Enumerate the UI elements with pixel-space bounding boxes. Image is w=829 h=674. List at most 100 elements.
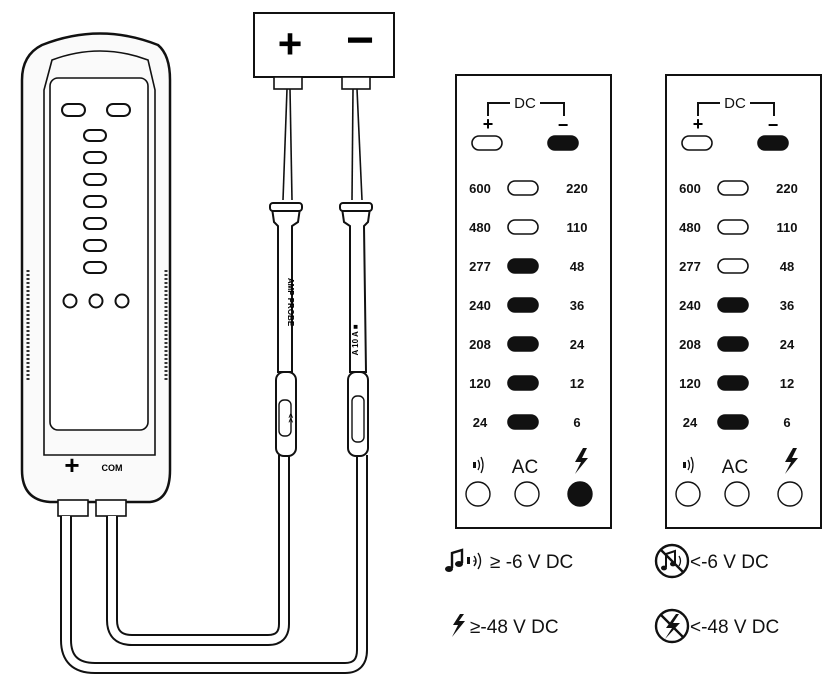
ac-label: AC xyxy=(512,457,538,478)
voltage-left-label: 277 xyxy=(679,259,701,274)
ac-indicator xyxy=(514,481,540,507)
voltage-led xyxy=(717,375,749,391)
voltage-led xyxy=(507,336,539,352)
tester-led-minus xyxy=(106,103,131,117)
ac-indicator xyxy=(724,481,750,507)
voltage-right-label: 220 xyxy=(566,181,588,196)
polarity-plus-led xyxy=(471,135,503,151)
speaker-waves xyxy=(477,456,484,474)
lightning-icon xyxy=(575,448,588,474)
tester-led xyxy=(83,173,107,186)
tester-indicator-circle xyxy=(88,293,104,309)
voltage-led xyxy=(507,414,539,430)
tester-led xyxy=(83,261,107,274)
legend-buzzer-off-text: <-6 V DC xyxy=(690,552,769,573)
voltage-right-label: 48 xyxy=(780,259,794,274)
voltage-right-label: 12 xyxy=(570,376,584,391)
lightning-icon xyxy=(785,448,798,474)
polarity-minus-label: − xyxy=(558,115,569,135)
battery: + − xyxy=(253,12,395,90)
battery-plus-label: + xyxy=(278,20,303,67)
dc-label: DC xyxy=(514,95,536,112)
voltage-left-label: 208 xyxy=(679,337,701,352)
voltage-right-label: 220 xyxy=(776,181,798,196)
no-buzzer-icon xyxy=(654,543,690,579)
voltage-left-label: 600 xyxy=(469,181,491,196)
polarity-minus-led xyxy=(547,135,579,151)
tester-jack-left xyxy=(57,499,89,517)
voltage-led xyxy=(507,180,539,196)
voltage-left-label: 24 xyxy=(683,415,698,430)
speaker-waves xyxy=(687,456,694,474)
voltage-left-label: 480 xyxy=(469,220,491,235)
polarity-plus-led xyxy=(681,135,713,151)
voltage-led xyxy=(717,258,749,274)
lightning-icon xyxy=(452,614,465,637)
voltage-left-label: 208 xyxy=(469,337,491,352)
battery-body xyxy=(253,12,395,78)
tester-led xyxy=(83,195,107,208)
note-icon xyxy=(445,548,464,572)
buzzer-indicator xyxy=(675,481,701,507)
voltage-led xyxy=(507,258,539,274)
polarity-minus-label: − xyxy=(768,115,779,135)
no-lightning-icon xyxy=(654,608,690,644)
probe-right-label: A 10 A ■ xyxy=(351,324,360,355)
tester-led xyxy=(83,239,107,252)
tester-led xyxy=(83,129,107,142)
voltage-right-label: 110 xyxy=(777,220,798,235)
voltage-left-label: 240 xyxy=(469,298,491,313)
voltage-right-label: 6 xyxy=(573,415,580,430)
voltage-right-label: 6 xyxy=(783,415,790,430)
dc-bracket xyxy=(487,102,565,116)
speaker-icon xyxy=(683,462,686,468)
voltage-left-label: 600 xyxy=(679,181,701,196)
voltage-right-label: 12 xyxy=(780,376,794,391)
tester-device: + COM xyxy=(20,32,172,517)
voltage-right-label: 24 xyxy=(780,337,795,352)
voltage-led xyxy=(507,375,539,391)
legend-buzzer-on-text: ≥ -6 V DC xyxy=(490,552,573,573)
tester-plus-label: + xyxy=(64,450,79,480)
tester-indicator-circle xyxy=(62,293,78,309)
legend-hazard-off-text: <-48 V DC xyxy=(690,617,779,638)
legend: ≥ -6 V DC ≥-48 V DC <-6 V DC <-48 V DC xyxy=(445,543,779,644)
battery-minus-label: − xyxy=(346,14,374,67)
speaker-icon xyxy=(473,462,476,468)
probe-left: AMP PROBE << xyxy=(269,88,303,457)
tester-com-label: COM xyxy=(102,463,123,473)
voltage-led xyxy=(717,336,749,352)
hazard-indicator xyxy=(567,481,593,507)
voltage-left-label: 120 xyxy=(679,376,701,391)
ac-label: AC xyxy=(722,457,748,478)
voltage-left-label: 480 xyxy=(679,220,701,235)
tester-display-window xyxy=(49,77,149,431)
probe-left-grip: << xyxy=(286,413,295,423)
legend-hazard-on-text: ≥-48 V DC xyxy=(470,617,559,638)
voltage-left-label: 240 xyxy=(679,298,701,313)
battery-terminal-minus xyxy=(341,76,371,90)
voltage-right-label: 36 xyxy=(780,298,794,313)
voltage-left-label: 120 xyxy=(469,376,491,391)
voltage-led xyxy=(717,414,749,430)
voltage-led xyxy=(717,297,749,313)
voltage-led xyxy=(717,219,749,235)
voltage-right-label: 48 xyxy=(570,259,584,274)
voltage-right-label: 36 xyxy=(570,298,584,313)
tester-led xyxy=(83,151,107,164)
polarity-plus-label: + xyxy=(483,114,494,134)
hazard-indicator xyxy=(777,481,803,507)
voltage-led xyxy=(507,219,539,235)
polarity-plus-label: + xyxy=(693,114,704,134)
tester-indicator-circle xyxy=(114,293,130,309)
voltage-left-label: 24 xyxy=(473,415,488,430)
dc-bracket xyxy=(697,102,775,116)
voltage-right-label: 110 xyxy=(567,220,588,235)
tester-led-plus xyxy=(61,103,86,117)
tester-led xyxy=(83,217,107,230)
voltage-left-label: 277 xyxy=(469,259,491,274)
buzzer-indicator xyxy=(465,481,491,507)
